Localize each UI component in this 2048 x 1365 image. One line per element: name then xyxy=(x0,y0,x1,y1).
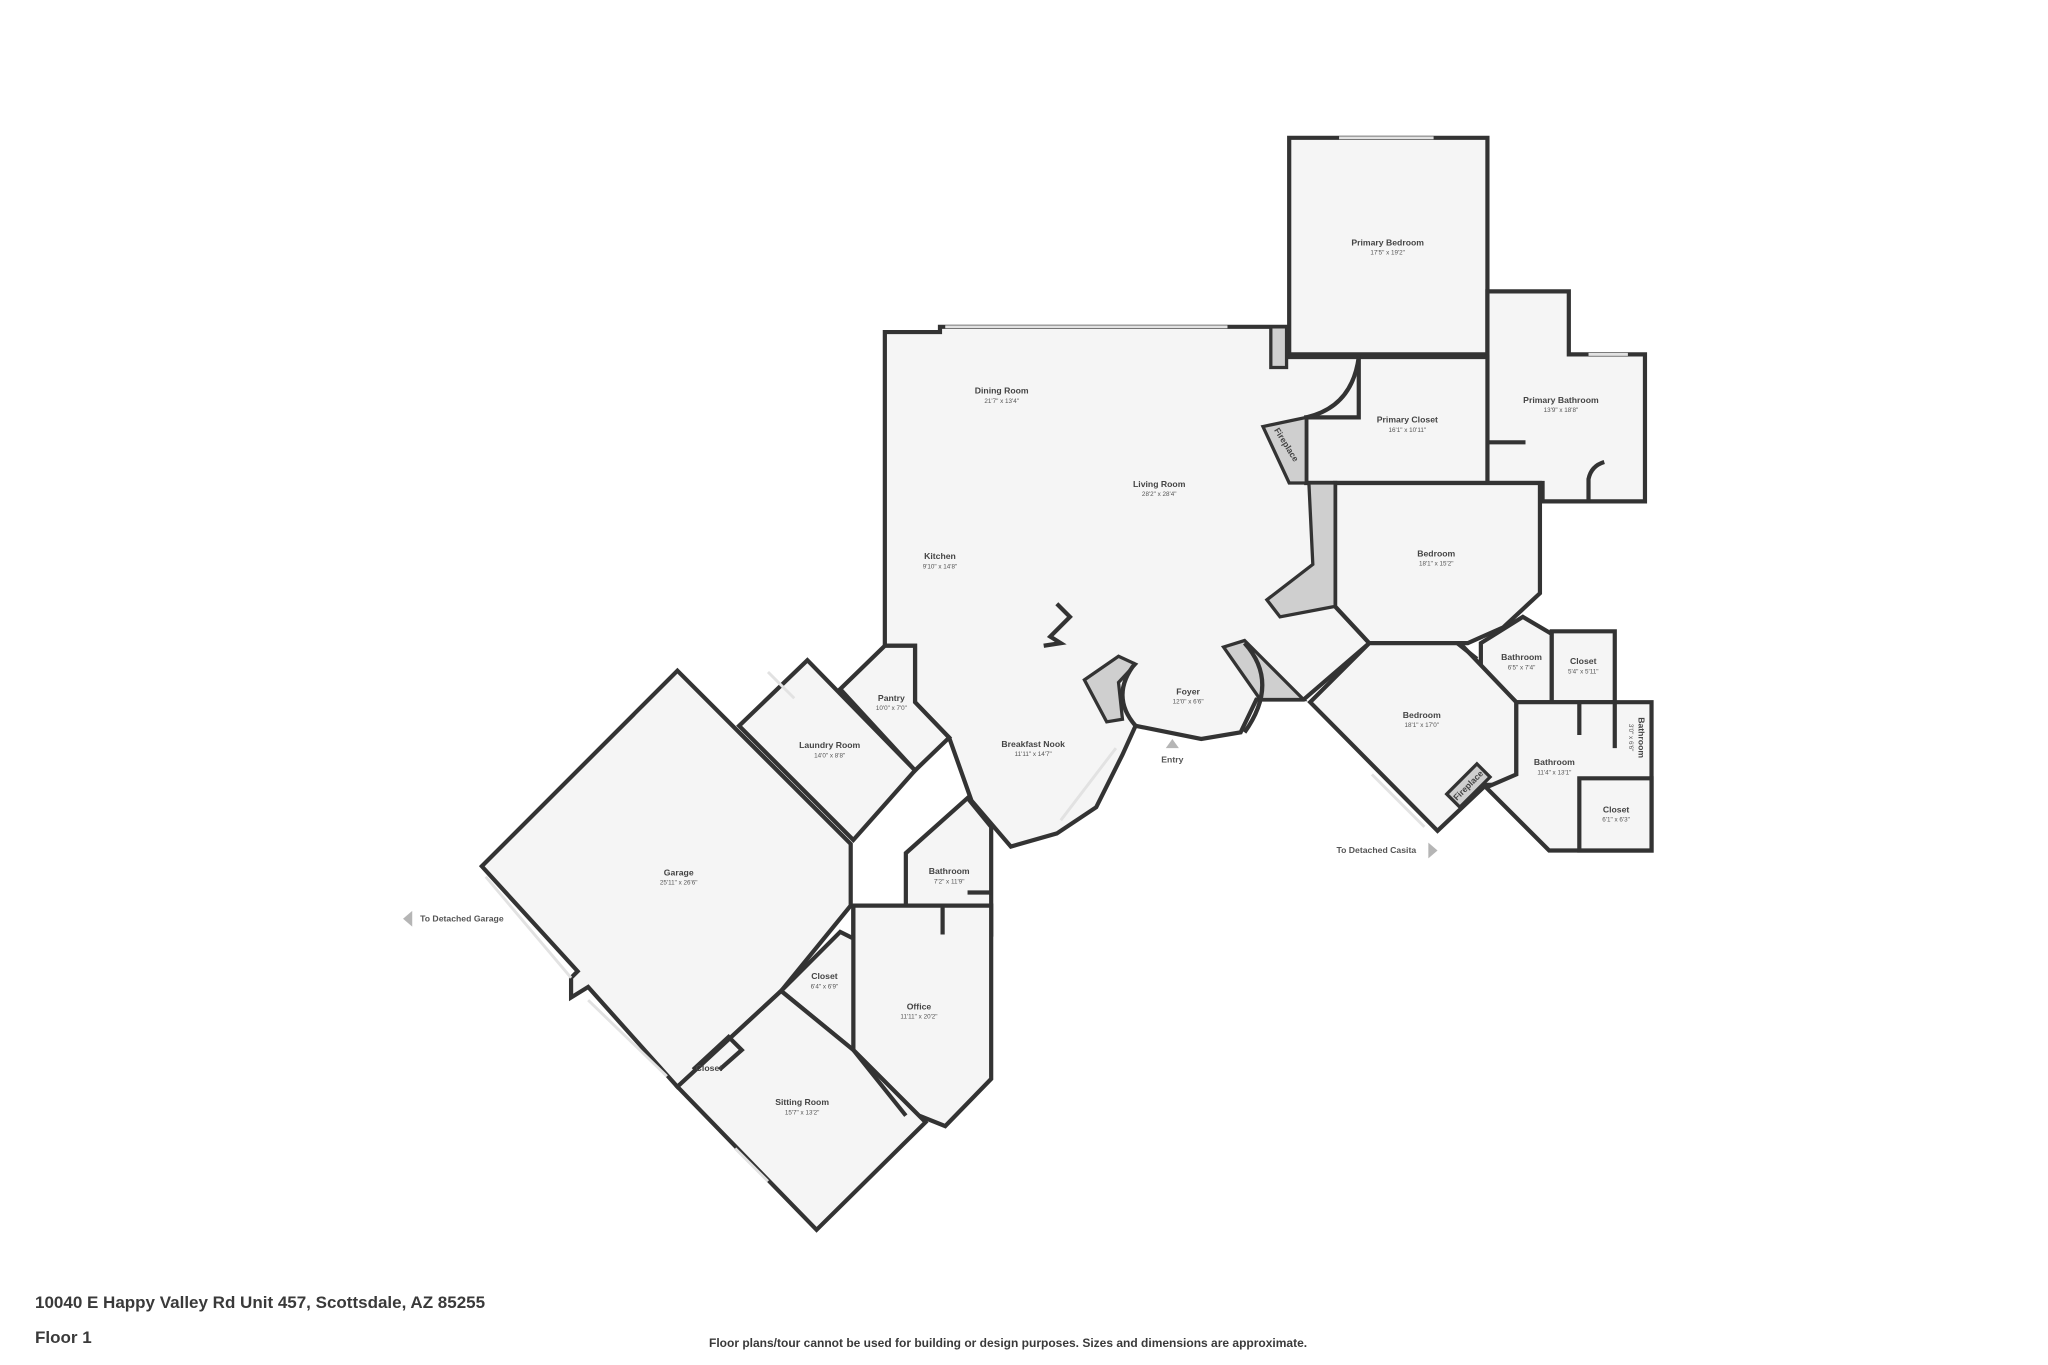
arrow-left-icon xyxy=(403,910,413,927)
svg-text:3'0" x 6'6": 3'0" x 6'6" xyxy=(1627,724,1634,752)
svg-text:28'2" x 28'4": 28'2" x 28'4" xyxy=(1142,491,1177,498)
fireplace-bedroom xyxy=(1444,761,1493,810)
svg-text:6'1" x 6'3": 6'1" x 6'3" xyxy=(1602,817,1630,824)
svg-text:Primary Bathroom: Primary Bathroom xyxy=(1523,395,1599,405)
room-label: Sitting Room 15'7" x 13'2" xyxy=(775,1097,829,1116)
svg-text:Office: Office xyxy=(907,1001,932,1011)
svg-text:16'1" x 10'11": 16'1" x 10'11" xyxy=(1389,427,1427,434)
svg-text:To Detached Casita: To Detached Casita xyxy=(1336,845,1416,855)
svg-text:Bedroom: Bedroom xyxy=(1403,710,1441,720)
room-laundry xyxy=(736,657,918,844)
fireplace-chimney xyxy=(1264,481,1337,619)
entry-triangle-icon xyxy=(1165,738,1179,749)
fireplace-living xyxy=(1260,415,1308,485)
svg-text:Sitting Room: Sitting Room xyxy=(775,1097,829,1107)
svg-text:9'10" x 14'8": 9'10" x 14'8" xyxy=(923,563,958,570)
column-right xyxy=(1220,638,1308,702)
svg-text:Living Room: Living Room xyxy=(1133,479,1186,489)
room-label: Bedroom 18'1" x 15'2" xyxy=(1417,549,1455,568)
svg-text:25'11" x 26'6": 25'11" x 26'6" xyxy=(660,880,698,887)
room-label: Bathroom 11'4" x 13'1" xyxy=(1534,757,1575,776)
column-left xyxy=(1082,654,1139,724)
svg-text:11'11" x 14'7": 11'11" x 14'7" xyxy=(1015,751,1052,758)
room-label: Pantry 10'0" x 7'0" xyxy=(876,693,907,712)
interior-walls xyxy=(484,136,1628,1183)
svg-text:12'0" x 6'6": 12'0" x 6'6" xyxy=(1173,699,1204,706)
room-label: Closet 5'4" x 5'11" xyxy=(1568,656,1599,675)
svg-text:Bathroom: Bathroom xyxy=(1636,717,1646,758)
room-label: Garage 25'11" x 26'6" xyxy=(660,867,698,886)
nav-detached-casita[interactable]: To Detached Casita xyxy=(1336,842,1438,859)
room-bedroom-1 xyxy=(1333,480,1543,646)
svg-text:Primary Bedroom: Primary Bedroom xyxy=(1351,237,1424,247)
svg-text:To Detached Garage: To Detached Garage xyxy=(420,913,504,923)
svg-text:15'7" x 13'2": 15'7" x 13'2" xyxy=(785,1109,820,1116)
svg-text:17'5" x 19'2": 17'5" x 19'2" xyxy=(1370,250,1405,257)
room-closet-small xyxy=(1549,629,1617,705)
svg-text:Bathroom: Bathroom xyxy=(1534,757,1575,767)
wall-hatch xyxy=(1269,325,1289,370)
svg-text:Closet: Closet xyxy=(1570,656,1597,666)
floor-label: Floor 1 xyxy=(35,1328,92,1347)
svg-text:Closet: Closet xyxy=(696,1063,723,1073)
room-label: Bathroom 6'5" x 7'4" xyxy=(1501,652,1542,671)
svg-text:Primary Closet: Primary Closet xyxy=(1377,415,1438,425)
svg-text:21'7" x 13'4": 21'7" x 13'4" xyxy=(984,398,1019,405)
svg-text:Kitchen: Kitchen xyxy=(924,551,956,561)
room-label: Primary Closet 16'1" x 10'11" xyxy=(1377,415,1438,434)
room-label: Primary Bedroom 17'5" x 19'2" xyxy=(1351,237,1424,256)
entry-marker: Entry xyxy=(1161,738,1184,765)
fireplace-shapes xyxy=(1082,325,1493,810)
room-label: Foyer 12'0" x 6'6" xyxy=(1173,686,1204,705)
room-living-area xyxy=(882,324,1373,849)
svg-text:7'2" x 11'9": 7'2" x 11'9" xyxy=(934,878,965,885)
room-bedroom-2 xyxy=(1307,641,1519,834)
svg-text:Bedroom: Bedroom xyxy=(1417,549,1455,559)
nav-detached-garage[interactable]: To Detached Garage xyxy=(403,910,504,927)
svg-text:Laundry Room: Laundry Room xyxy=(799,740,860,750)
svg-text:11'11" x 20'2": 11'11" x 20'2" xyxy=(900,1014,937,1021)
room-label: Breakfast Nook 11'11" x 14'7" xyxy=(1001,739,1065,758)
svg-text:10'0" x 7'0": 10'0" x 7'0" xyxy=(876,705,907,712)
svg-text:Pantry: Pantry xyxy=(878,693,905,703)
room-label: Closet 6'1" x 6'3" xyxy=(1602,804,1630,823)
svg-text:13'9" x 18'8": 13'9" x 18'8" xyxy=(1544,407,1579,414)
property-address: 10040 E Happy Valley Rd Unit 457, Scotts… xyxy=(35,1293,486,1312)
room-label: Primary Bathroom 13'9" x 18'8" xyxy=(1523,395,1599,414)
svg-text:Foyer: Foyer xyxy=(1176,686,1200,696)
svg-text:Breakfast Nook: Breakfast Nook xyxy=(1001,739,1065,749)
svg-text:5'4" x 5'11": 5'4" x 5'11" xyxy=(1568,668,1599,675)
room-garage xyxy=(478,667,853,1090)
svg-text:11'4" x 13'1": 11'4" x 13'1" xyxy=(1537,769,1571,776)
room-label: Office 11'11" x 20'2" xyxy=(900,1001,937,1020)
svg-text:Bathroom: Bathroom xyxy=(929,866,970,876)
svg-text:Closet: Closet xyxy=(811,971,838,981)
room-label: Laundry Room 14'0" x 8'8" xyxy=(799,740,860,759)
svg-text:18'1" x 15'2": 18'1" x 15'2" xyxy=(1419,561,1454,568)
svg-text:6'5" x 7'4": 6'5" x 7'4" xyxy=(1508,664,1536,671)
svg-text:14'0" x 8'8": 14'0" x 8'8" xyxy=(814,752,845,759)
svg-text:18'1" x 17'0": 18'1" x 17'0" xyxy=(1405,722,1440,729)
disclaimer: Floor plans/tour cannot be used for buil… xyxy=(709,1336,1308,1350)
arrow-right-icon xyxy=(1428,842,1438,859)
room-label: Living Room 28'2" x 28'4" xyxy=(1133,479,1186,498)
room-label: Closet xyxy=(696,1063,723,1073)
room-label: Bedroom 18'1" x 17'0" xyxy=(1403,710,1441,729)
room-label: Closet 6'4" x 6'9" xyxy=(811,971,839,990)
room-label: Kitchen 9'10" x 14'8" xyxy=(923,551,958,570)
svg-text:Garage: Garage xyxy=(664,867,694,877)
svg-text:Closet: Closet xyxy=(1603,804,1630,814)
svg-text:Dining Room: Dining Room xyxy=(975,386,1029,396)
svg-text:Bathroom: Bathroom xyxy=(1501,652,1542,662)
room-label: Dining Room 21'7" x 13'4" xyxy=(975,386,1029,405)
room-closet-bath xyxy=(1577,776,1654,853)
svg-text:Entry: Entry xyxy=(1161,755,1183,765)
room-label: Bathroom 7'2" x 11'9" xyxy=(929,866,970,885)
room-shapes xyxy=(478,135,1654,1233)
svg-text:6'4" x 6'9": 6'4" x 6'9" xyxy=(811,983,839,990)
room-pantry xyxy=(837,643,953,774)
